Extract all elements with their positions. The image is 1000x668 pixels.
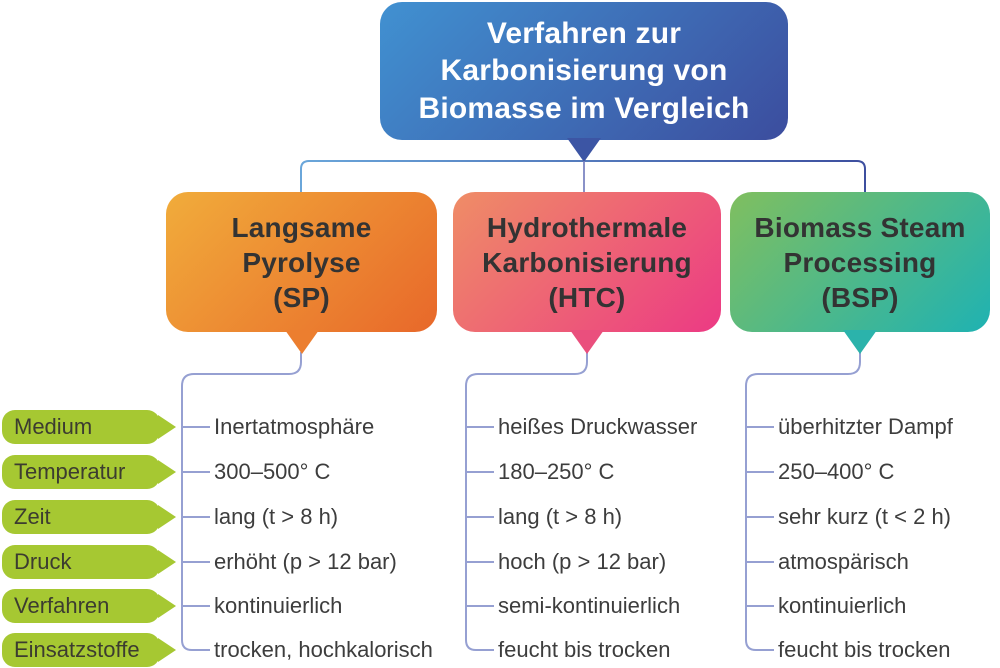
pointer-down-icon	[284, 330, 319, 354]
title-box: Verfahren zur Karbonisierung von Biomass…	[380, 2, 788, 162]
pointer-down-icon	[567, 138, 601, 162]
value-htc-druck: hoch (p > 12 bar)	[498, 549, 667, 574]
process-node-bsp: Biomass Steam Processing (BSP)	[730, 192, 990, 354]
diagram-title: Verfahren zur Karbonisierung von Biomass…	[418, 16, 750, 125]
pointer-down-icon	[570, 330, 604, 354]
attribute-label-text: Medium	[14, 414, 93, 439]
attribute-label-text: Druck	[14, 549, 72, 574]
arrow-right-icon	[158, 638, 176, 662]
arrow-right-icon	[158, 594, 176, 618]
value-bsp-einsatzstoffe: feucht bis trocken	[778, 637, 951, 662]
value-bsp-temperatur: 250–400° C	[778, 459, 895, 484]
pointer-down-icon	[843, 330, 877, 354]
arrow-right-icon	[158, 550, 176, 574]
value-sp-einsatzstoffe: trocken, hochkalorisch	[214, 637, 433, 662]
attribute-label-text: Temperatur	[14, 459, 126, 484]
arrow-right-icon	[158, 505, 176, 529]
attribute-label-text: Verfahren	[14, 593, 110, 618]
value-sp-temperatur: 300–500° C	[214, 459, 331, 484]
process-node-htc: Hydrothermale Karbonisierung (HTC)	[453, 192, 721, 354]
value-bsp-verfahren: kontinuierlich	[778, 593, 907, 618]
attribute-label-text: Zeit	[14, 504, 51, 529]
attribute-label-zeit: Zeit	[2, 500, 176, 534]
value-bsp-zeit: sehr kurz (t < 2 h)	[778, 504, 952, 529]
arrow-right-icon	[158, 460, 176, 484]
attribute-label-temperatur: Temperatur	[2, 455, 176, 489]
value-htc-zeit: lang (t > 8 h)	[498, 504, 623, 529]
value-htc-medium: heißes Druckwasser	[498, 414, 698, 439]
arrow-right-icon	[158, 415, 176, 439]
value-sp-zeit: lang (t > 8 h)	[214, 504, 339, 529]
value-htc-einsatzstoffe: feucht bis trocken	[498, 637, 671, 662]
value-sp-medium: Inertatmosphäre	[214, 414, 375, 439]
process-title-bsp: Biomass Steam Processing (BSP)	[754, 211, 966, 313]
attribute-label-verfahren: Verfahren	[2, 589, 176, 623]
value-bsp-medium: überhitzter Dampf	[778, 414, 953, 439]
attribute-label-text: Einsatzstoffe	[14, 637, 140, 662]
attribute-label-medium: Medium	[2, 410, 176, 444]
process-title-htc: Hydrothermale Karbonisierung (HTC)	[482, 211, 692, 313]
value-htc-verfahren: semi-kontinuierlich	[498, 593, 681, 618]
value-htc-temperatur: 180–250° C	[498, 459, 615, 484]
attribute-label-druck: Druck	[2, 545, 176, 579]
attribute-label-einsatzstoffe: Einsatzstoffe	[2, 633, 176, 667]
value-sp-verfahren: kontinuierlich	[214, 593, 343, 618]
value-sp-druck: erhöht (p > 12 bar)	[214, 549, 397, 574]
process-node-sp: Langsame Pyrolyse (SP)	[166, 192, 437, 354]
process-title-sp: Langsame Pyrolyse (SP)	[231, 211, 372, 313]
value-bsp-druck: atmospärisch	[778, 549, 909, 574]
